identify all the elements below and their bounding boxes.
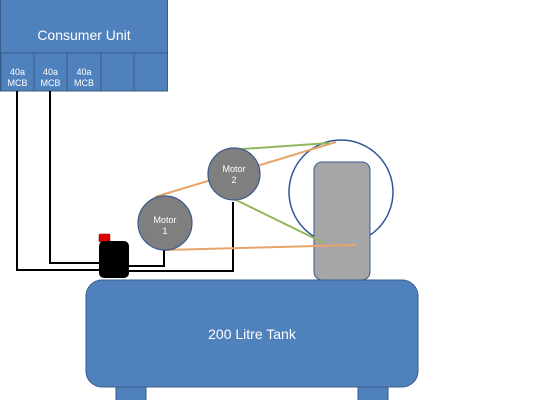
breaker-2-type: MCB: [41, 78, 61, 88]
switch-body: [99, 241, 129, 278]
motor-2-label-line2: 2: [231, 175, 236, 185]
breaker-3-type: MCB: [74, 78, 94, 88]
motor-1: Motor 1: [137, 195, 193, 251]
wire-switch-to-motor-2: [128, 202, 234, 272]
motor-1-body: [137, 195, 193, 251]
breaker-2-rating: 40a: [43, 67, 58, 77]
breaker-3: 40a MCB: [66, 52, 102, 92]
motor-1-label-line1: Motor: [153, 215, 176, 225]
consumer-unit: Consumer Unit 40a MCB 40a MCB 40a MCB: [0, 0, 168, 92]
compressor-cylinder: [313, 161, 371, 281]
breaker-3-rating: 40a: [76, 67, 91, 77]
motor-2-label-line1: Motor: [222, 164, 245, 174]
consumer-unit-title: Consumer Unit: [37, 27, 130, 43]
breaker-2: 40a MCB: [33, 52, 68, 92]
breaker-3-box: [66, 52, 102, 92]
tank-label: 200 Litre Tank: [208, 326, 297, 342]
breaker-5-blank: [133, 52, 168, 92]
compressor-head: [288, 139, 394, 281]
switch-button: [98, 233, 111, 243]
wire-switch-to-motor-1: [128, 248, 165, 267]
belt-motor-1-bottom: [164, 244, 357, 251]
wire-breaker-2-to-switch: [49, 91, 101, 264]
belt-motor-2-top: [227, 142, 330, 151]
tank-body: [85, 279, 419, 388]
wire-breaker-1-to-switch: [16, 91, 101, 271]
motor-2-body: [207, 147, 261, 201]
wiring: [16, 91, 234, 272]
motor-1-label-line2: 1: [162, 226, 167, 236]
breaker-4-blank: [100, 52, 135, 92]
tank: 200 Litre Tank: [85, 279, 419, 400]
breaker-1-rating: 40a: [10, 67, 25, 77]
breaker-1-type: MCB: [8, 78, 28, 88]
pressure-switch: [98, 233, 129, 278]
breaker-1: 40a MCB: [0, 52, 35, 92]
belt-motor-2-bottom: [233, 198, 325, 244]
motor-2: Motor 2: [207, 147, 261, 201]
